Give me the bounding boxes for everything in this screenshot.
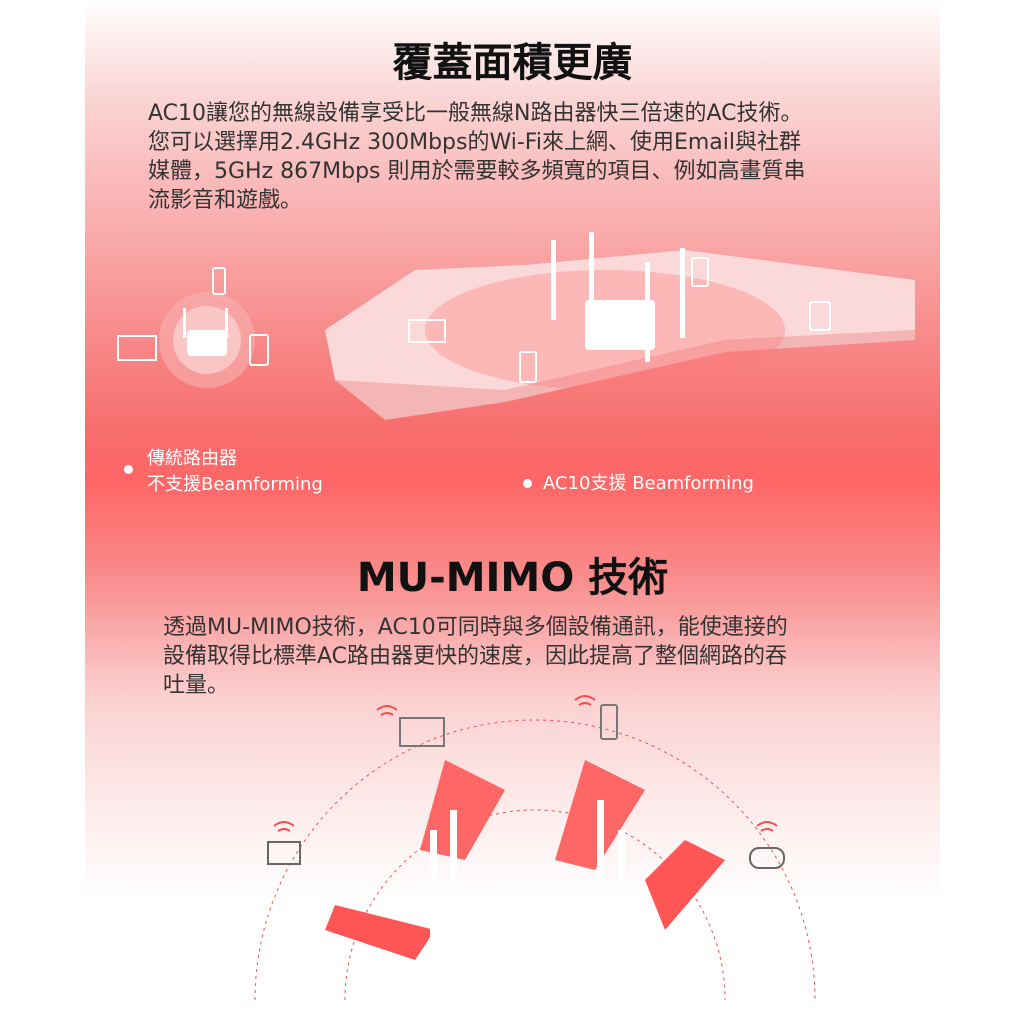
bullet-dot bbox=[523, 479, 532, 488]
legend-traditional-line2: 不支援Beamforming bbox=[147, 474, 323, 495]
phone-icon bbox=[519, 351, 537, 383]
gamepad-icon bbox=[749, 847, 785, 869]
mu-mimo-illustration bbox=[254, 695, 816, 1001]
laptop-icon bbox=[408, 319, 446, 343]
phone-icon bbox=[691, 257, 709, 287]
legend-traditional-line1: 傳統路由器 bbox=[147, 448, 237, 469]
mu-mimo-paragraph: 透過MU-MIMO技術，AC10可同時與多個設備通訊，能使連接的 設備取得比標準… bbox=[163, 615, 788, 698]
legend-traditional: 傳統路由器 不支援Beamforming bbox=[147, 446, 323, 498]
traditional-router-illustration bbox=[117, 267, 269, 388]
coverage-title: 覆蓋面積更廣 bbox=[392, 40, 633, 86]
tablet-icon bbox=[809, 301, 831, 331]
wifi-icon bbox=[273, 695, 778, 832]
phone-icon bbox=[600, 704, 618, 740]
coverage-paragraph: AC10讓您的無線設備享受比一般無線N路由器快三倍速的AC技術。 您可以選擇用2… bbox=[148, 101, 806, 213]
illustrations bbox=[117, 232, 915, 1001]
floorplan-illustration bbox=[325, 232, 915, 420]
legend-ac10: AC10支援 Beamforming bbox=[543, 473, 754, 494]
bullet-dot bbox=[124, 465, 133, 474]
tablet-icon bbox=[249, 334, 269, 366]
laptop-icon bbox=[117, 335, 157, 361]
phone-icon bbox=[212, 267, 226, 295]
laptop-icon bbox=[399, 717, 445, 747]
monitor-icon bbox=[267, 841, 301, 865]
mu-mimo-title: MU-MIMO 技術 bbox=[356, 555, 669, 601]
product-panel: 覆蓋面積更廣 AC10讓您的無線設備享受比一般無線N路由器快三倍速的AC技術。 … bbox=[85, 0, 940, 1024]
